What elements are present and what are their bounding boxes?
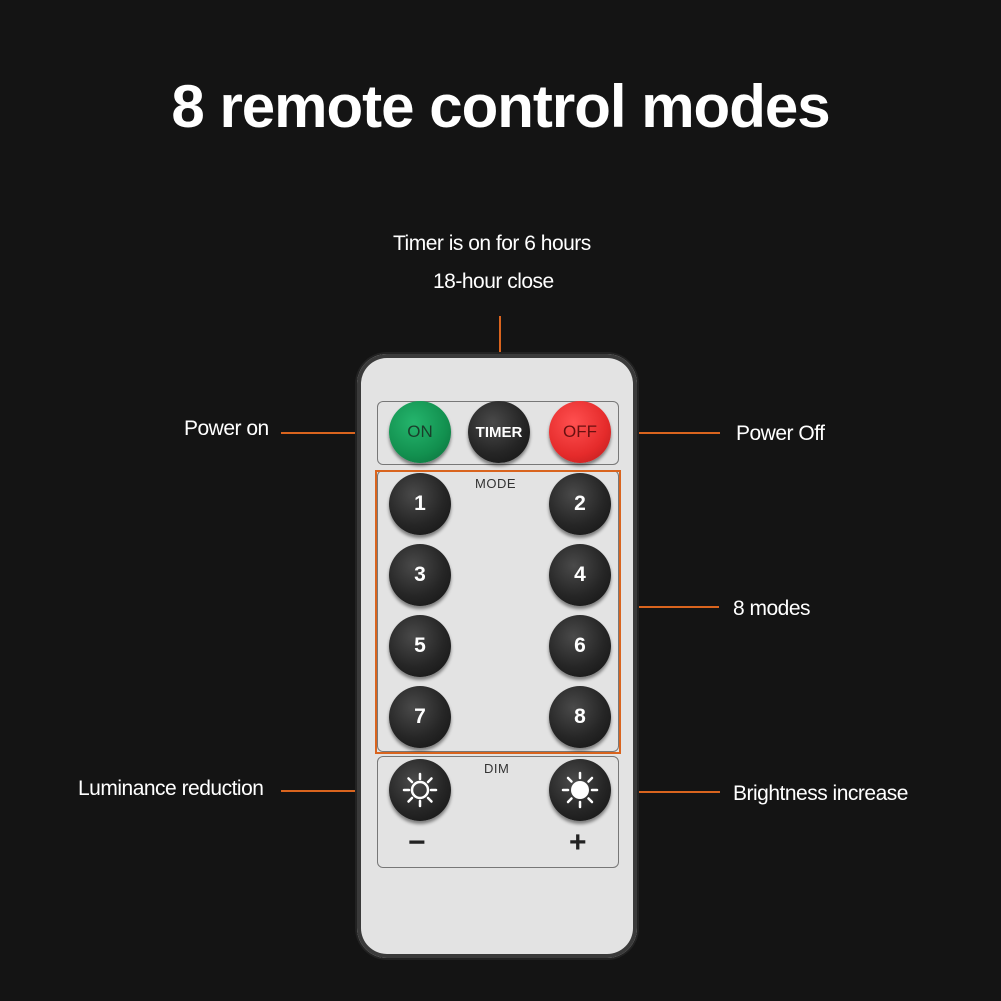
mode-7-button[interactable]: 7 [389, 686, 451, 748]
modes-highlight-box [375, 470, 621, 754]
brightness-callout: Brightness increase [733, 782, 908, 805]
mode-2-button[interactable]: 2 [549, 473, 611, 535]
power-off-callout-line [590, 432, 720, 434]
on-button[interactable]: ON [389, 401, 451, 463]
mode-3-button[interactable]: 3 [389, 544, 451, 606]
minus-sign: − [408, 826, 426, 859]
plus-sign: + [569, 826, 587, 859]
off-button[interactable]: OFF [549, 401, 611, 463]
mode-8-button[interactable]: 8 [549, 686, 611, 748]
dim-label: DIM [484, 761, 510, 776]
mode-label: MODE [475, 476, 516, 491]
sun-outline-icon [402, 772, 438, 808]
page-title: 8 remote control modes [171, 73, 830, 140]
mode-1-button[interactable]: 1 [389, 473, 451, 535]
luminance-callout-line [281, 790, 411, 792]
power-on-callout-line [281, 432, 411, 434]
timer-callout-line1: Timer is on for 6 hours [393, 232, 591, 255]
mode-6-button[interactable]: 6 [549, 615, 611, 677]
mode-5-button[interactable]: 5 [389, 615, 451, 677]
luminance-callout: Luminance reduction [78, 777, 264, 800]
dim-panel [377, 756, 619, 868]
timer-callout-line2: 18-hour close [433, 270, 554, 293]
timer-button[interactable]: TIMER [468, 401, 530, 463]
sun-filled-icon [561, 771, 599, 809]
modes-callout-line [621, 606, 719, 608]
modes-callout: 8 modes [733, 597, 811, 620]
remote-control: ON TIMER OFF MODE 1 2 3 4 5 6 7 8 DIM [357, 354, 637, 958]
brightness-callout-line [590, 791, 720, 793]
dim-up-button[interactable] [549, 759, 611, 821]
power-off-callout: Power Off [736, 422, 825, 445]
dim-down-button[interactable] [389, 759, 451, 821]
mode-4-button[interactable]: 4 [549, 544, 611, 606]
power-on-callout: Power on [184, 417, 269, 440]
